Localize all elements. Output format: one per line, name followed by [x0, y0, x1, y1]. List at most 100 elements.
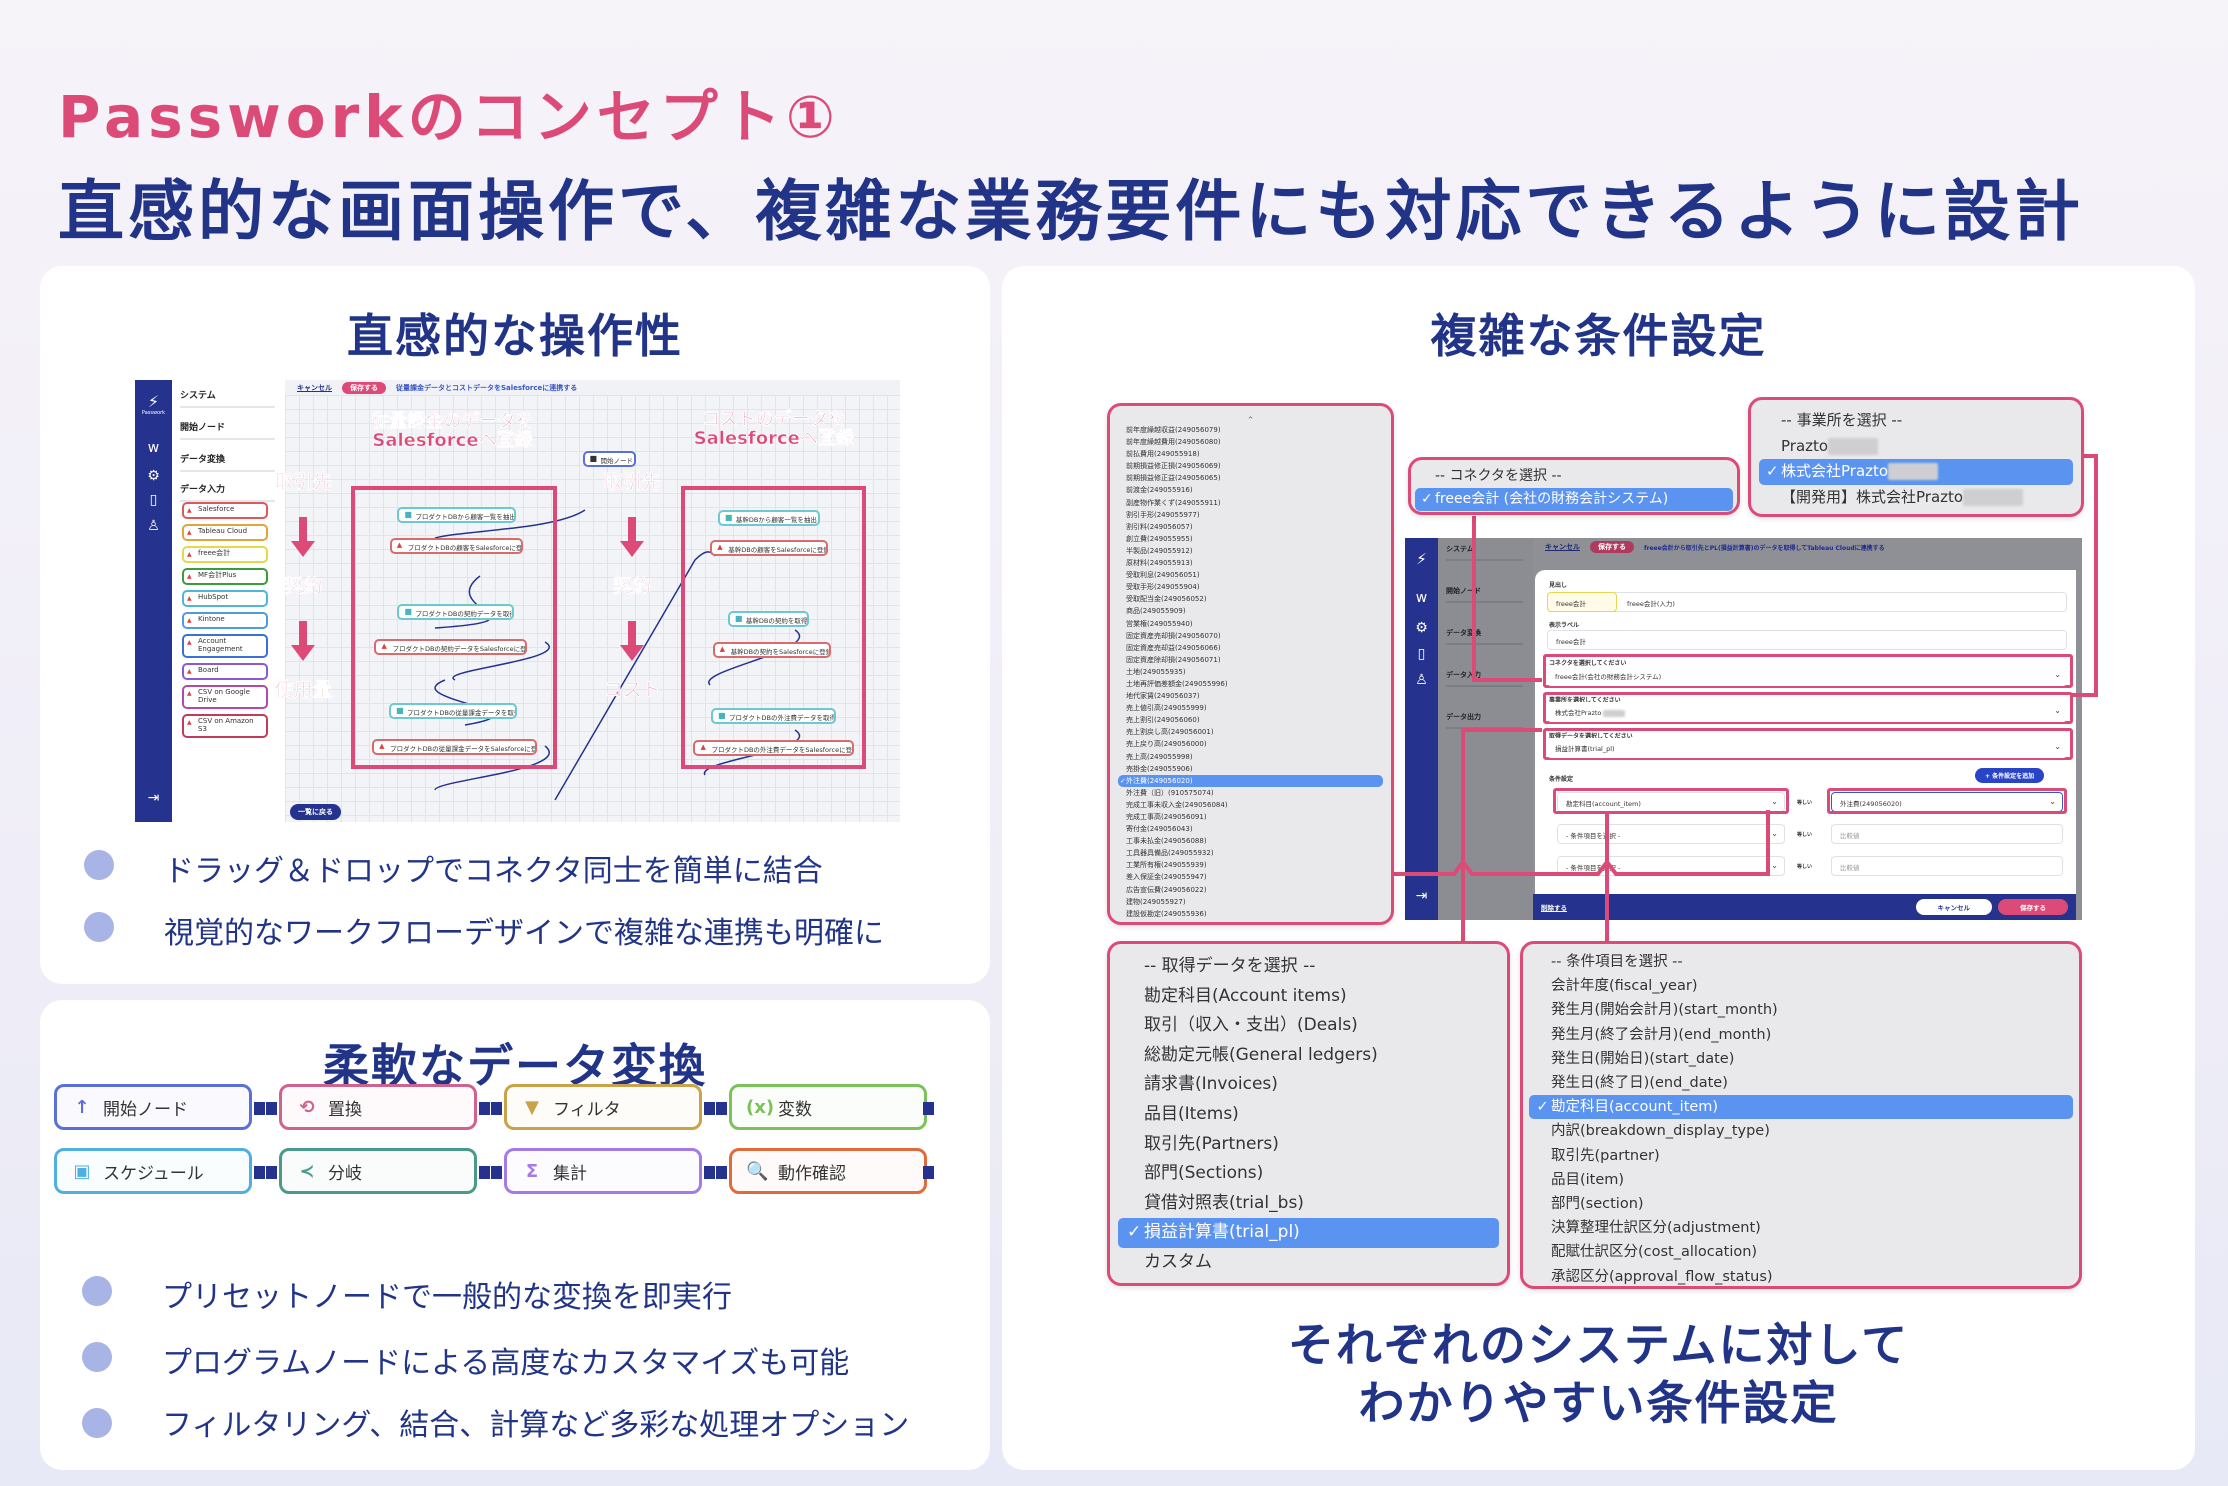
dropdown-option[interactable]: 配賦仕訳区分(cost_allocation) — [1529, 1240, 2073, 1264]
flow-node[interactable]: プロダクトDBの従量課金データを取得 — [388, 702, 518, 719]
dropdown-option[interactable]: 半製品(249055912) — [1118, 545, 1383, 557]
dropdown-option[interactable]: 建物(249055927) — [1118, 896, 1383, 908]
flow-node[interactable]: 基幹DBの契約をSalesforceに登録 — [712, 641, 832, 658]
flow-node[interactable]: 基幹DBの顧客をSalesforceに登録 — [710, 540, 829, 557]
dropdown-option[interactable]: 売上割引(249056060) — [1118, 714, 1383, 726]
dropdown-option[interactable]: 工業所有権(249055939) — [1118, 859, 1383, 871]
dropdown-option[interactable]: 割引料(249056057) — [1118, 521, 1383, 533]
dropdown-option[interactable]: 営業権(249055940) — [1118, 618, 1383, 630]
flow-node[interactable]: プロダクトDBの契約データをSalesforceに登録 — [374, 639, 528, 655]
condition-field-select[interactable]: - 条件項目を選択 -⌄ — [1557, 856, 1785, 876]
transform-node[interactable]: ⟲置換 — [266, 1084, 490, 1130]
dropdown-option[interactable]: 前年度繰越費用(249056080) — [1118, 436, 1383, 448]
dropdown-option[interactable]: 固定資産売却益(249056066) — [1118, 642, 1383, 654]
output-port[interactable] — [704, 1166, 715, 1179]
transform-node[interactable]: (x)変数 — [716, 1084, 934, 1130]
save-button[interactable]: 保存する — [1998, 899, 2068, 915]
input-port[interactable] — [266, 1166, 277, 1179]
connector-node[interactable]: Kintone — [182, 612, 268, 629]
logout-icon[interactable]: ⇥ — [1415, 888, 1428, 904]
flow-node[interactable]: 基幹DBから顧客一覧を抽出 — [717, 510, 821, 527]
flow-node[interactable]: プロダクトDBの従量課金データをSalesforceに登録 — [372, 739, 538, 756]
dropdown-option[interactable]: 前年度繰越収益(249056079) — [1118, 424, 1383, 436]
dropdown-option[interactable]: 完成工事高(249056091) — [1118, 811, 1383, 823]
connector-node[interactable]: Account Engagement — [182, 634, 268, 658]
connector-node[interactable]: MF会計Plus — [182, 568, 268, 585]
dropdown-option[interactable]: 割引手形(249055977) — [1118, 509, 1383, 521]
dropdown-option[interactable]: 固定資産売却損(249056070) — [1118, 630, 1383, 642]
dropdown-option[interactable]: 決算整理仕訳区分(adjustment) — [1529, 1216, 2073, 1240]
dropdown-option[interactable]: 創立費(249055955) — [1118, 533, 1383, 545]
connector-node[interactable]: freee会計 — [182, 546, 268, 563]
dropdown-option[interactable]: 前期損益修正損(249056069) — [1118, 460, 1383, 472]
dropdown-option[interactable]: Prazto — [1759, 434, 2073, 460]
dropdown-option[interactable]: 請求書(Invoices) — [1118, 1070, 1499, 1100]
dropdown-option[interactable]: ✓freee会計 (会社の財務会計システム) — [1415, 488, 1733, 511]
flow-node[interactable]: プロダクトDBの顧客をSalesforceに登録 — [389, 538, 523, 555]
dropdown-option[interactable]: 建設仮勘定(249055936) — [1118, 908, 1383, 920]
dropdown-option[interactable]: 寄付金(249056043) — [1118, 823, 1383, 835]
connector-node[interactable]: Tableau Cloud — [182, 524, 268, 541]
workflow-icon[interactable]: w — [1415, 590, 1428, 606]
dropdown-option[interactable]: 会計年度(fiscal_year) — [1529, 974, 2073, 998]
connector-node[interactable]: CSV on Amazon S3 — [182, 714, 268, 738]
dropdown-option[interactable]: 前期損益修正益(249056065) — [1118, 472, 1383, 484]
delete-link[interactable]: 削除する — [1541, 904, 1567, 912]
output-port[interactable] — [923, 1166, 934, 1179]
dropdown-option[interactable]: 広告宣伝費(249056022) — [1118, 884, 1383, 896]
account-item-dropdown[interactable]: ⌃ 前年度繰越収益(249056079)前年度繰越費用(249056080)前払… — [1107, 403, 1394, 925]
connector-icon[interactable]: ⚙ — [147, 468, 160, 484]
dropdown-option[interactable]: ✓損益計算書(trial_pl) — [1118, 1218, 1499, 1248]
dropdown-option[interactable]: カスタム — [1118, 1248, 1499, 1278]
dropdown-option[interactable]: ✓外注費(249056020) — [1118, 774, 1383, 787]
transform-node[interactable]: ▼フィルタ — [491, 1084, 715, 1130]
output-port[interactable] — [479, 1102, 490, 1115]
dropdown-option[interactable]: 完成工事未収入金(249056084) — [1118, 799, 1383, 811]
dropdown-option[interactable]: -- 取得データを選択 -- — [1118, 952, 1499, 982]
connector-node[interactable]: CSV on Google Drive — [182, 685, 268, 709]
dropdown-option[interactable]: 貸借対照表(trial_bs) — [1118, 1189, 1499, 1219]
dropdown-option[interactable]: 売上戻り高(249056000) — [1118, 738, 1383, 750]
data-type-dropdown[interactable]: -- 取得データを選択 --勘定科目(Account items)取引（収入・支… — [1107, 941, 1510, 1286]
palette-group[interactable]: システム — [180, 388, 275, 408]
dropdown-option[interactable]: 工具器具備品(249055932) — [1118, 847, 1383, 859]
palette-group[interactable]: データ入力 — [180, 482, 275, 502]
document-icon[interactable]: ▯ — [1417, 646, 1426, 662]
connector-dropdown[interactable]: -- コネクタを選択 --✓freee会計 (会社の財務会計システム) — [1408, 457, 1740, 515]
dropdown-option[interactable]: 受取利息(249056051) — [1118, 569, 1383, 581]
palette-group[interactable]: システム — [1446, 544, 1523, 561]
output-port[interactable] — [923, 1102, 934, 1115]
user-icon[interactable]: ♙ — [1415, 672, 1428, 688]
connector-icon[interactable]: ⚙ — [1415, 620, 1428, 636]
dropdown-option[interactable]: 売上値引高(249055999) — [1118, 702, 1383, 714]
transform-node[interactable]: ▣スケジュール — [54, 1148, 265, 1194]
condition-value-input[interactable]: 比較値 — [1831, 856, 2063, 876]
dropdown-option[interactable]: 部門(section) — [1529, 1192, 2073, 1216]
transform-node[interactable]: ≺分岐 — [266, 1148, 490, 1194]
dropdown-option[interactable]: 総勘定元帳(General ledgers) — [1118, 1041, 1499, 1071]
dropdown-option[interactable]: 取引先(partner) — [1529, 1144, 2073, 1168]
dropdown-option[interactable]: 勘定科目(Account items) — [1118, 982, 1499, 1012]
palette-group[interactable]: 開始ノード — [180, 420, 275, 440]
flow-node[interactable]: プロダクトDBの外注費データを取得 — [711, 708, 836, 725]
output-port[interactable] — [254, 1102, 265, 1115]
dropdown-option[interactable]: 【開発用】株式会社Prazto — [1759, 485, 2073, 511]
office-select[interactable]: 株式会社Prazto ⌄ — [1547, 702, 2067, 722]
dropdown-option[interactable]: 売上割戻し高(249056001) — [1118, 726, 1383, 738]
connector-node[interactable]: Salesforce — [182, 502, 268, 519]
dropdown-option[interactable]: -- 事業所を選択 -- — [1759, 408, 2073, 434]
dropdown-option[interactable]: 発生日(終了日)(end_date) — [1529, 1071, 2073, 1095]
dropdown-option[interactable]: 取引（収入・支出）(Deals) — [1118, 1011, 1499, 1041]
cancel-button[interactable]: キャンセル — [1915, 899, 1992, 915]
dropdown-option[interactable]: 固定資産除却損(249056071) — [1118, 654, 1383, 666]
dropdown-option[interactable]: 売掛金(249055906) — [1118, 763, 1383, 775]
dropdown-option[interactable]: 前渡金(249055916) — [1118, 484, 1383, 496]
save-button[interactable]: 保存する — [342, 381, 386, 394]
condition-field-dropdown[interactable]: -- 条件項目を選択 --会計年度(fiscal_year)発生月(開始会計月)… — [1520, 941, 2082, 1289]
connector-select[interactable]: freee会計(会社の財務会計システム)⌄ — [1547, 666, 2067, 686]
condition-value-input[interactable]: 比較値 — [1831, 824, 2063, 844]
dropdown-option[interactable]: 売上高(249055998) — [1118, 751, 1383, 763]
cancel-link[interactable]: キャンセル — [297, 383, 332, 392]
flow-node[interactable]: プロダクトDBの契約データを取得 — [397, 604, 514, 621]
palette-group[interactable]: データ変換 — [1446, 628, 1523, 645]
